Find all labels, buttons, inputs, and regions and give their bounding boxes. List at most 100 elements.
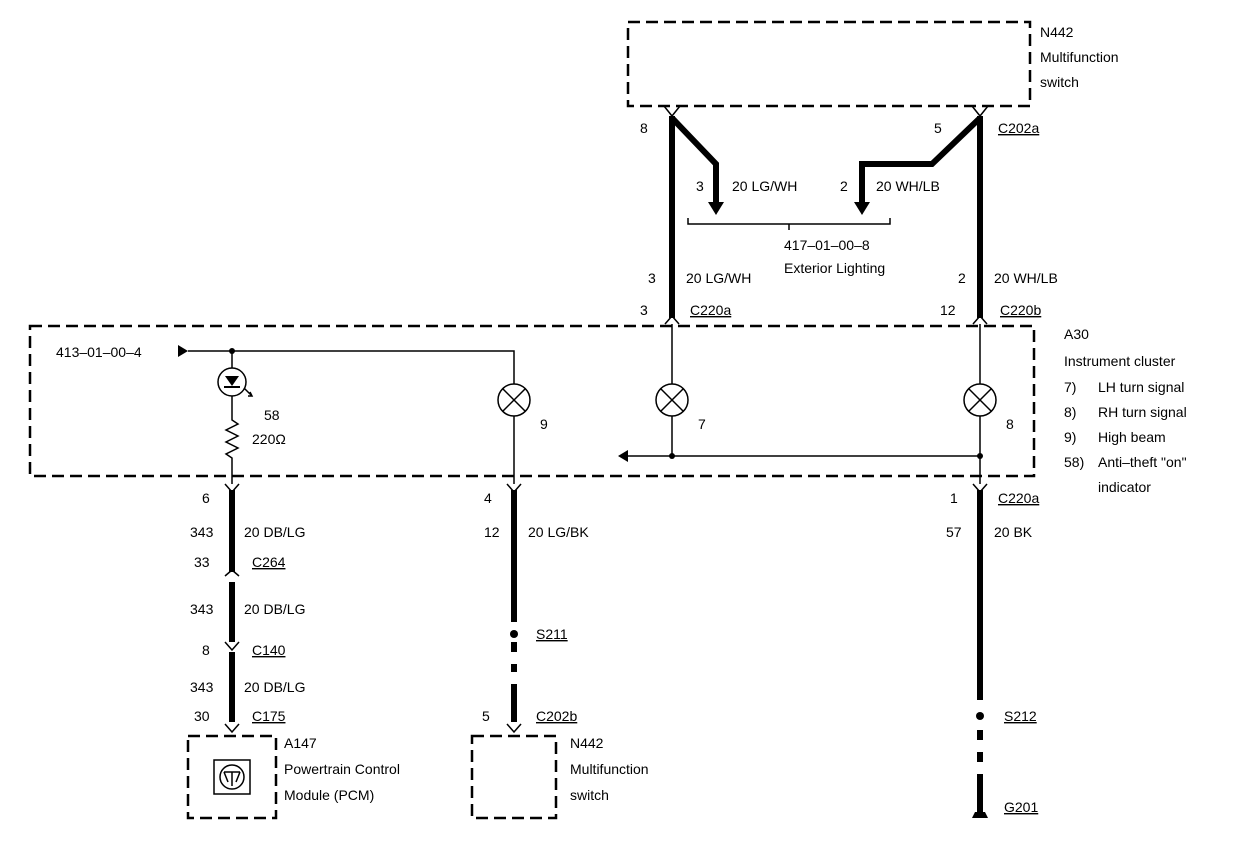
connector-mark-top-left [663,105,681,118]
pcm-name-1: Powertrain Control [284,761,400,777]
cluster-name: Instrument cluster [1064,353,1176,369]
ground-circuit: 57 [946,524,962,540]
arrow-branch-left [708,202,724,215]
pcm-name-2: Module (PCM) [284,787,374,803]
legend-num-58: 58) [1064,454,1084,470]
cluster-ref: 413–01–00–4 [56,344,142,360]
resistor-value: 220Ω [252,431,286,447]
pcm-seg2-circuit: 343 [190,601,214,617]
connector-mark-top-right [971,105,989,118]
top-switch-id: N442 [1040,24,1074,40]
legend-label-9: High beam [1098,429,1166,445]
arrow-branch-right [854,202,870,215]
led-num: 58 [264,407,280,423]
pcm-id: A147 [284,735,317,751]
c264-pin: 33 [194,554,210,570]
c175-pin: 30 [194,708,210,724]
c264-name: C264 [252,554,286,570]
common-return-arrow [618,450,628,462]
ground-symbol [972,812,988,818]
legend-num-9: 9) [1064,429,1076,445]
c175-name: C175 [252,708,286,724]
lamp-9-cross [502,388,526,412]
pcm-seg3-circuit: 343 [190,679,214,695]
cluster-ref-arrow [178,345,188,357]
reference-bracket [687,218,891,225]
switch-branch-pin: 4 [484,490,492,506]
c140-pin: 8 [202,642,210,658]
switch-branch-circuit: 12 [484,524,500,540]
lamp-7-label: 7 [698,416,706,432]
right-circuit: 2 [958,270,966,286]
wire-branch-left [669,115,719,206]
top-switch-box [626,20,1032,108]
pcm-module-icon-wheel [223,771,241,786]
c264-chevron [224,569,240,577]
right-wire: 20 WH/LB [994,270,1058,286]
led-diode-symbol [225,376,239,386]
junction-8 [977,453,983,459]
branch-right-wire: 20 WH/LB [876,178,940,194]
left-conn: C220a [690,302,731,318]
cluster-id: A30 [1064,326,1089,342]
ground-pin: 1 [950,490,958,506]
s212-splice [976,712,984,720]
cluster-box [28,324,1036,478]
cluster-feed-line [188,350,515,384]
c140-chevron [224,641,240,652]
branch-left-wire: 20 LG/WH [732,178,797,194]
left-wire: 20 LG/WH [686,270,751,286]
legend-label-7: LH turn signal [1098,379,1184,395]
top-switch-name-1: Multifunction [1040,49,1119,65]
c202b-pin: 5 [482,708,490,724]
s211-splice [510,630,518,638]
ground-wire: 20 BK [994,524,1033,540]
bottom-switch-name-1: Multifunction [570,761,649,777]
bottom-switch-box [470,734,558,820]
legend-label-58: Anti–theft "on" [1098,454,1187,470]
pcm-seg3-wire: 20 DB/LG [244,679,305,695]
top-left-pin: 8 [640,120,648,136]
legend-num-7: 7) [1064,379,1076,395]
branch-left-pin: 3 [696,178,704,194]
pcm-box [186,734,278,820]
ground-label: G201 [1004,799,1038,815]
cluster-legend: 7) LH turn signal 8) RH turn signal 9) H… [1064,379,1187,495]
branch-right-pin: 2 [840,178,848,194]
right-conn-pin: 12 [940,302,956,318]
led-emission-arrow [243,387,254,397]
legend-label-8: RH turn signal [1098,404,1187,420]
resistor-icon [224,396,240,484]
c175-chevron [224,723,240,734]
legend-num-8: 8) [1064,404,1076,420]
c202b-name: C202b [536,708,577,724]
legend-label-58-cont: indicator [1098,479,1151,495]
ground-conn: C220a [998,490,1039,506]
lamp-8-label: 8 [1006,416,1014,432]
s212-label: S212 [1004,708,1037,724]
wire-branch-right [859,115,983,206]
junction-7 [669,453,675,459]
top-switch-connector: C202a [998,120,1039,136]
top-right-pin: 5 [934,120,942,136]
lamp-7-cross [660,388,684,412]
lamp-9-label: 9 [540,416,548,432]
conn-chevron-c220b [972,314,988,325]
pcm-seg2-wire: 20 DB/LG [244,601,305,617]
left-circuit: 3 [648,270,656,286]
bottom-switch-id: N442 [570,735,604,751]
c140-name: C140 [252,642,286,658]
switch-branch-wire: 20 LG/BK [528,524,589,540]
reference-code: 417–01–00–8 [784,237,870,253]
pcm-seg1-circuit: 343 [190,524,214,540]
left-conn-pin: 3 [640,302,648,318]
s211-label: S211 [536,626,568,642]
pcm-pin: 6 [202,490,210,506]
right-conn: C220b [1000,302,1041,318]
bottom-switch-name-2: switch [570,787,609,803]
top-switch-name-2: switch [1040,74,1079,90]
lamp-8-cross [968,388,992,412]
conn-chevron-c220a [664,314,680,325]
reference-name: Exterior Lighting [784,260,885,276]
